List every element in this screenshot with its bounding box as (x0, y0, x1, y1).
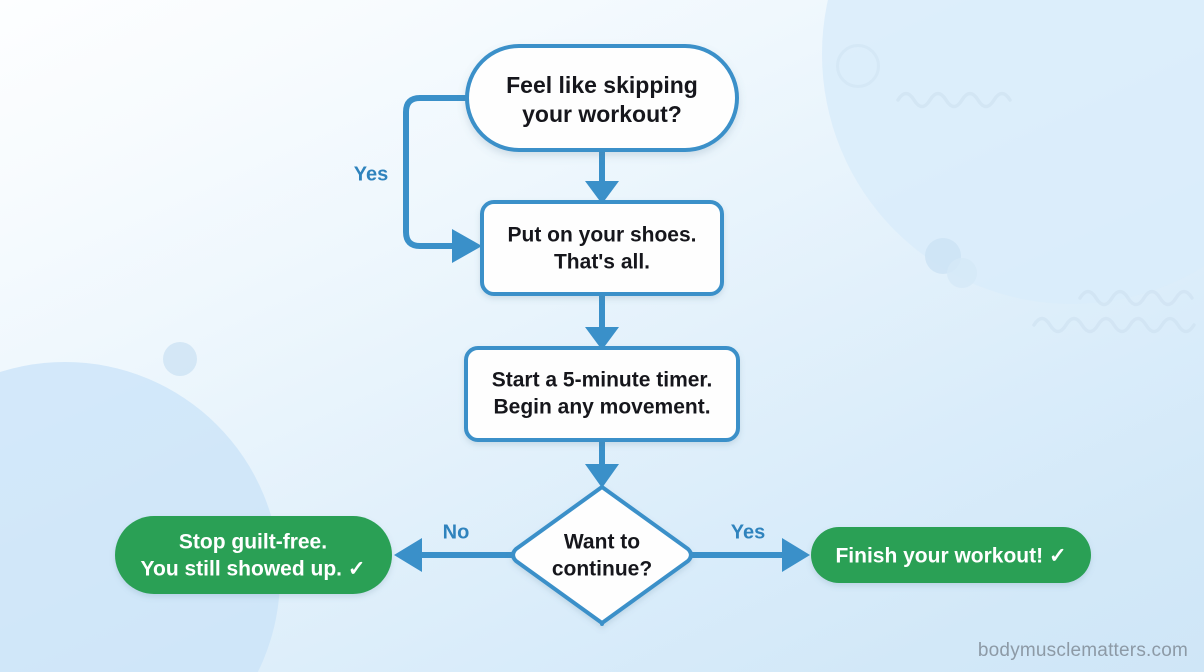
edge-label-no: No (443, 521, 470, 543)
node-stop-line-1: Stop guilt-free. (179, 531, 327, 554)
edge-label-loop-yes: Yes (354, 163, 388, 185)
edge-start-loop-to-shoes: Yes (354, 95, 482, 263)
node-start-line-2: your workout? (522, 101, 682, 127)
edge-continue-to-finish: Yes (692, 521, 810, 572)
edge-start-to-shoes (585, 148, 619, 204)
node-put-on-shoes[interactable]: Put on your shoes. That's all. (480, 200, 724, 296)
node-start[interactable]: Feel like skipping your workout? (465, 44, 739, 152)
node-continue-line-2: continue? (552, 558, 652, 581)
node-shoes-line-2: That's all. (554, 251, 650, 274)
node-want-to-continue[interactable]: Want to continue? (511, 484, 693, 626)
edge-timer-to-continue (585, 440, 619, 488)
node-continue-line-1: Want to (564, 531, 640, 554)
node-start-timer[interactable]: Start a 5-minute timer. Begin any moveme… (464, 346, 740, 442)
edge-continue-to-stop: No (394, 521, 512, 572)
node-timer-line-2: Begin any movement. (493, 396, 710, 419)
node-start-line-1: Feel like skipping (506, 72, 698, 98)
node-timer-line-1: Start a 5-minute timer. (492, 369, 713, 392)
watermark-text: bodymusclematters.com (977, 640, 1188, 661)
node-stop-line-2: You still showed up. ✓ (141, 558, 366, 581)
node-finish-line-1: Finish your workout! ✓ (835, 545, 1066, 568)
node-shoes-line-1: Put on your shoes. (507, 224, 696, 247)
node-finish-workout[interactable]: Finish your workout! ✓ (811, 527, 1091, 583)
connector-group: Yes No (354, 95, 810, 572)
node-stop-guilt-free[interactable]: Stop guilt-free. You still showed up. ✓ (115, 516, 392, 594)
edge-label-yes: Yes (731, 521, 765, 543)
edge-shoes-to-timer (585, 294, 619, 350)
